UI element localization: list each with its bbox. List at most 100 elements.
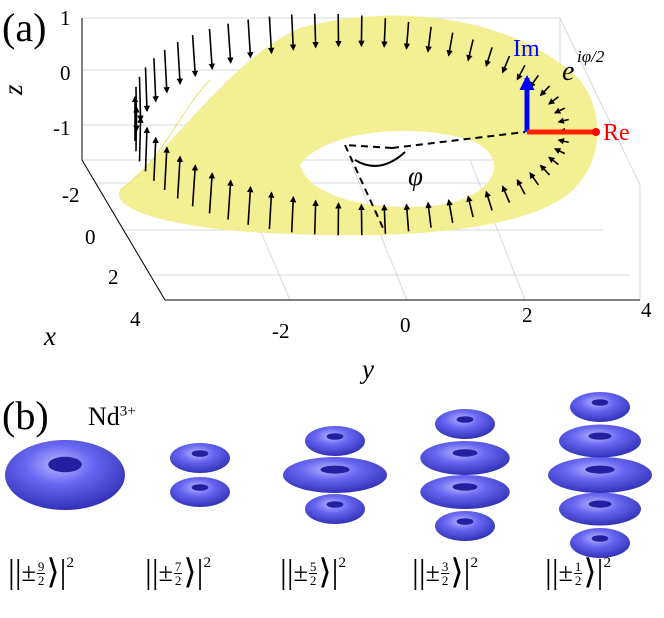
ket-bar: | bbox=[418, 554, 426, 591]
spin-arrow bbox=[446, 198, 454, 224]
arrow-field bbox=[131, 13, 570, 236]
torus-lobe bbox=[420, 441, 510, 475]
phase-base: e bbox=[562, 56, 574, 87]
pm-sign: ± bbox=[293, 558, 308, 587]
orbital-3 bbox=[283, 426, 387, 524]
torus-hole bbox=[48, 456, 82, 473]
phi-label: φ bbox=[408, 161, 423, 191]
spin-arrow bbox=[268, 16, 275, 55]
mobius-band bbox=[118, 15, 598, 236]
power: 2 bbox=[66, 554, 74, 571]
torus-lobe bbox=[559, 424, 641, 458]
spin-arrow bbox=[403, 203, 411, 232]
fraction-denominator: 2 bbox=[174, 572, 182, 588]
orbital-4 bbox=[420, 409, 510, 541]
z-axis-label: z bbox=[0, 84, 28, 96]
abs-bar: | bbox=[412, 554, 419, 591]
spin-arrow bbox=[539, 164, 551, 176]
spin-arrow bbox=[312, 199, 319, 235]
spin-arrow bbox=[246, 19, 254, 59]
fraction-numerator: 9 bbox=[36, 558, 46, 574]
torus-lobe bbox=[570, 392, 630, 422]
spin-arrow bbox=[484, 47, 493, 68]
spin-arrow bbox=[553, 148, 566, 155]
fraction-denominator: 2 bbox=[309, 572, 317, 588]
x-tick: 4 bbox=[130, 307, 141, 331]
y-tick: 4 bbox=[641, 298, 652, 322]
phase-exponent: iφ/2 bbox=[577, 47, 605, 66]
spin-arrow bbox=[137, 76, 144, 122]
spin-arrow bbox=[425, 201, 432, 228]
spin-arrow bbox=[501, 55, 511, 74]
x-axis-label: x bbox=[43, 321, 56, 351]
power: 2 bbox=[603, 554, 611, 571]
ket-close: ⟩ bbox=[450, 554, 464, 591]
spin-arrow bbox=[227, 23, 234, 64]
spin-arrow bbox=[516, 64, 526, 81]
spin-arrow bbox=[381, 18, 388, 48]
torus-hole bbox=[452, 483, 478, 491]
abs-bar: | bbox=[8, 554, 15, 591]
spin-arrow bbox=[246, 185, 254, 225]
spin-arrow bbox=[143, 67, 151, 113]
fraction-numerator: 5 bbox=[308, 558, 318, 574]
torus-hole bbox=[191, 484, 209, 491]
torus-lobe bbox=[435, 511, 495, 541]
pm-sign: ± bbox=[425, 558, 440, 587]
abs-bar-close: | bbox=[596, 554, 604, 591]
y-tick: -2 bbox=[272, 319, 290, 343]
spin-arrow bbox=[208, 172, 216, 214]
torus-lobe bbox=[420, 475, 510, 509]
spin-arrow bbox=[403, 21, 411, 50]
spin-arrow bbox=[529, 172, 540, 186]
torus-lobe bbox=[548, 457, 652, 493]
spin-arrow bbox=[152, 136, 159, 181]
z-tick: 1 bbox=[60, 6, 71, 30]
spin-arrow bbox=[208, 28, 216, 71]
abs-bar: | bbox=[280, 554, 287, 591]
torus-hole bbox=[320, 465, 350, 474]
spin-arrow bbox=[227, 179, 234, 220]
fraction-numerator: 1 bbox=[573, 558, 583, 574]
ket-close: ⟩ bbox=[318, 554, 332, 591]
spin-arrow bbox=[446, 32, 454, 57]
spin-arrow bbox=[548, 96, 559, 105]
torus-lobe bbox=[570, 528, 630, 558]
spin-arrow bbox=[143, 126, 151, 172]
orbital-shapes bbox=[5, 392, 652, 558]
phi-angle-annotation bbox=[344, 131, 526, 229]
torus-hole bbox=[326, 433, 344, 440]
x-tick: 0 bbox=[85, 225, 96, 249]
orbital-1 bbox=[5, 440, 125, 510]
im-label: Im bbox=[513, 36, 540, 62]
power: 2 bbox=[203, 554, 211, 571]
ket-close: ⟩ bbox=[183, 554, 197, 591]
power: 2 bbox=[338, 554, 346, 571]
y-axis-label: y bbox=[359, 354, 374, 384]
spin-arrow bbox=[133, 86, 140, 133]
torus-hole bbox=[456, 416, 474, 423]
fraction-numerator: 3 bbox=[440, 558, 450, 574]
ket-bar: | bbox=[14, 554, 22, 591]
panel-b-label: (b) bbox=[2, 393, 49, 438]
spin-arrow bbox=[557, 138, 569, 145]
spin-arrow bbox=[466, 195, 474, 218]
spin-arrow bbox=[152, 58, 159, 103]
abs-bar-close: | bbox=[59, 554, 67, 591]
fraction-denominator: 2 bbox=[441, 572, 449, 588]
fraction-denominator: 2 bbox=[574, 572, 582, 588]
torus-lobe bbox=[305, 426, 365, 456]
torus-lobe bbox=[435, 409, 495, 439]
torus-hole bbox=[456, 518, 474, 525]
abs-bar: | bbox=[545, 554, 552, 591]
torus-hole bbox=[591, 399, 609, 406]
spin-arrow bbox=[137, 116, 144, 162]
ket-bar: | bbox=[151, 554, 159, 591]
spin-arrow bbox=[425, 26, 432, 53]
